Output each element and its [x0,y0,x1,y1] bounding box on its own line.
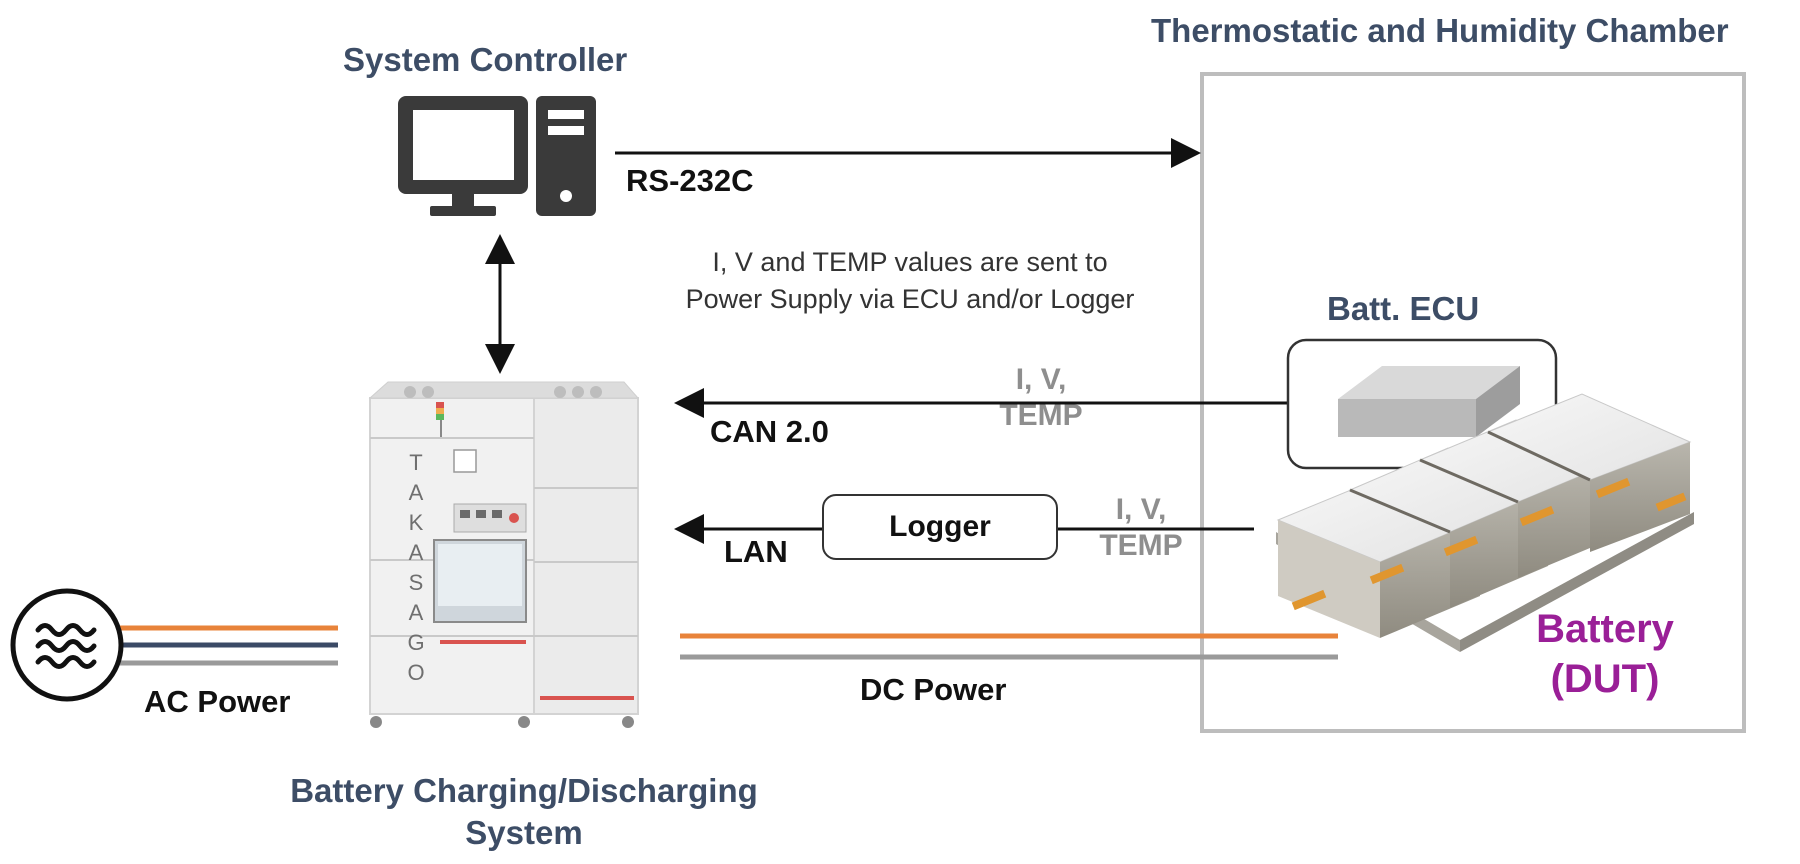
bcds-title-line1: Battery Charging/Discharging [290,772,758,809]
lan-label: LAN [724,534,788,569]
logger-label: Logger [889,510,991,543]
note-line-2: Power Supply via ECU and/or Logger [685,284,1135,314]
battery-pack-icon [1276,393,1694,652]
bcds-title: Battery Charging/Discharging System [252,770,796,854]
lan-signal-temp: TEMP [1099,529,1183,562]
dut-label: (DUT) [1550,657,1660,701]
can-signal-iv: I, V, [1015,363,1067,396]
rs232c-label: RS-232C [626,163,754,198]
chamber-title: Thermostatic and Humidity Chamber [1151,12,1729,49]
can-signal-temp: TEMP [999,399,1083,432]
ac-source-icon [10,588,124,702]
batt-ecu-title: Batt. ECU [1327,290,1480,327]
cabinet-brand-vertical: TAKASAGO [407,450,425,685]
lan-signal-label: I, V, TEMP [1086,492,1196,564]
logger-box: Logger [822,494,1058,560]
note-line-1: I, V and TEMP values are sent to [712,247,1108,277]
can-label: CAN 2.0 [710,414,829,449]
can-signal-label: I, V, TEMP [986,362,1096,434]
pc-tower-icon [536,96,596,216]
lan-signal-iv: I, V, [1115,493,1167,526]
monitor-icon [398,96,528,216]
ecu-module-icon [1286,338,1558,470]
battery-label: Battery [1536,607,1674,651]
ac-power-label: AC Power [144,684,291,719]
battery-dut-label: Battery (DUT) [1510,604,1700,704]
note-text: I, V and TEMP values are sent to Power S… [640,244,1180,318]
dc-power-label: DC Power [860,672,1007,707]
bcds-title-line2: System [465,814,583,851]
cabinet-icon [368,381,640,728]
system-controller-title: System Controller [343,41,628,78]
